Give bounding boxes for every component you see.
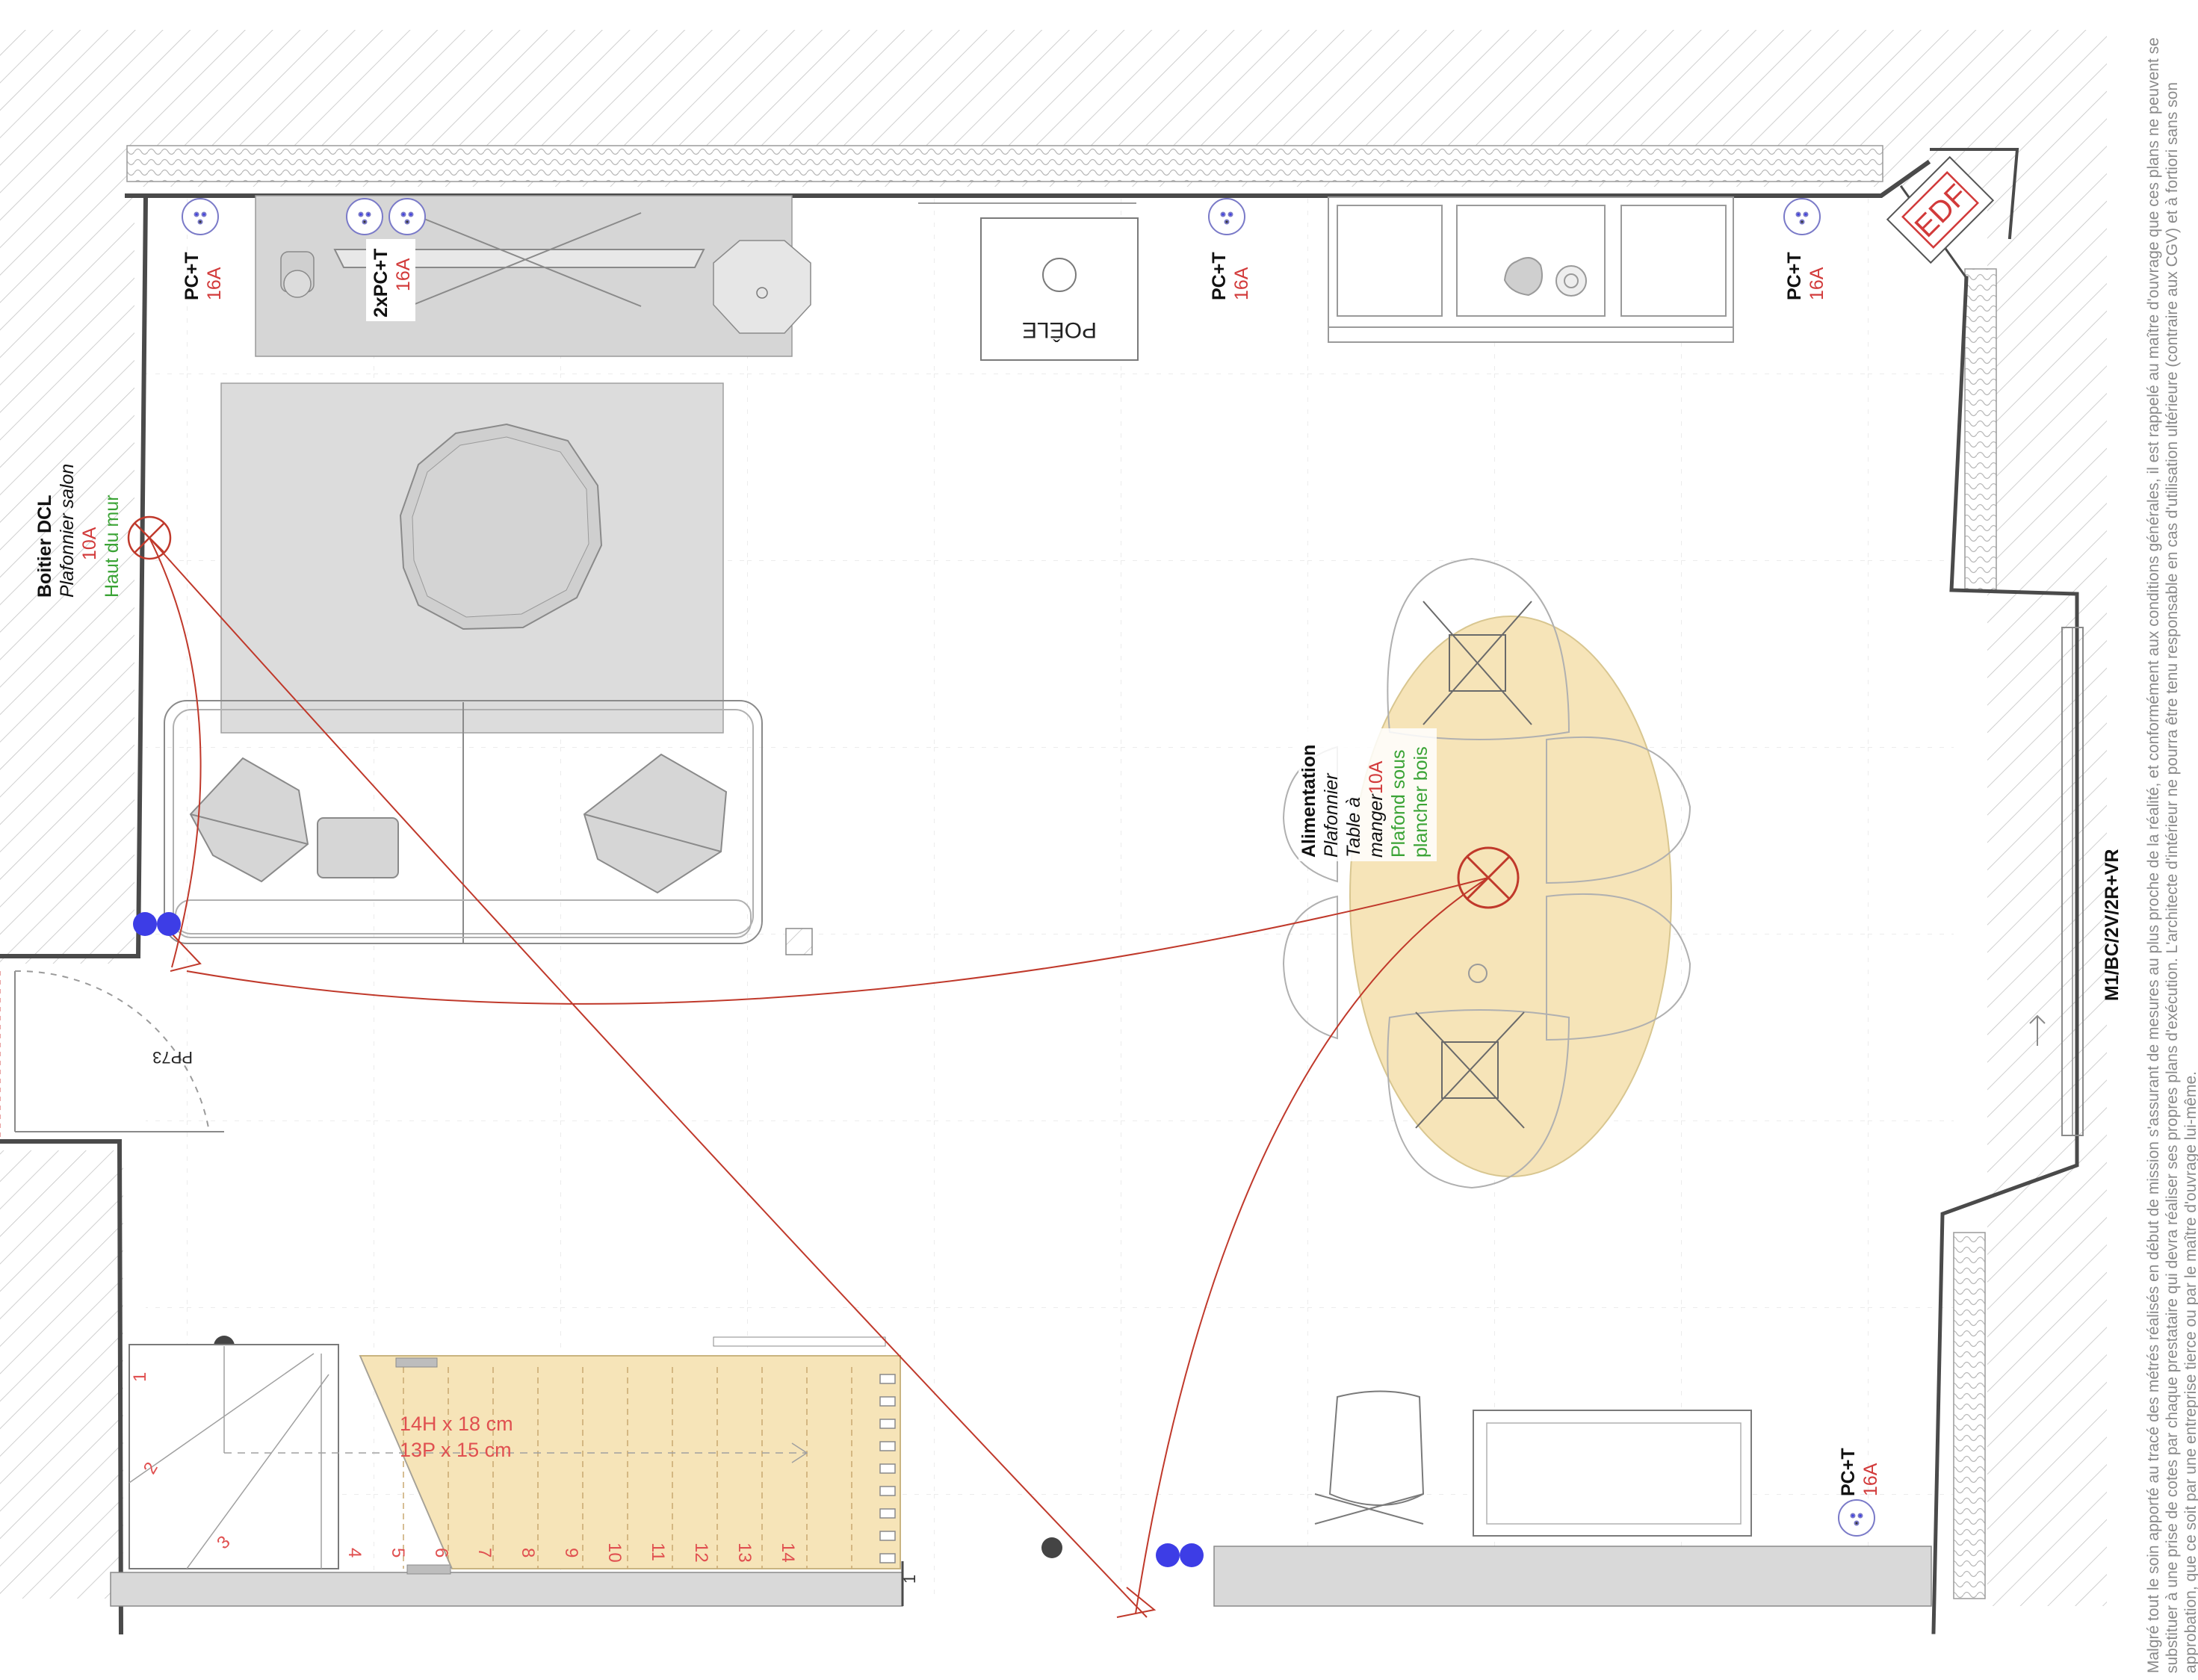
rug (220, 382, 724, 734)
alimentation-label: Alimentation Plafonnier Table à manger 1… (1298, 728, 1437, 861)
outlet-icon (346, 198, 383, 235)
outlet-type: PC+T (182, 252, 202, 300)
stair-step: 4 (344, 1548, 365, 1557)
stair-step: 10 (604, 1543, 625, 1563)
staircase: 14H x 18 cm 13P x 15 cm 1 2 3 4 5 6 7 8 … (129, 1336, 901, 1575)
dcl-note: Haut du mur (102, 495, 123, 598)
outlet-icon (1783, 198, 1821, 235)
stair-step: 12 (691, 1543, 711, 1563)
outlet-rating: 16A (1231, 267, 1252, 300)
door-label: PP73 (152, 1048, 193, 1067)
outlet-rating: 16A (1860, 1463, 1881, 1496)
stair-step: 5 (388, 1548, 408, 1557)
poele-label: POÊLE (1022, 317, 1097, 342)
stair-step: 6 (431, 1548, 451, 1557)
alim-note2: plancher bois (1411, 746, 1431, 858)
alim-line1: Plafonnier (1321, 772, 1342, 858)
outlet-rating: 16A (1807, 267, 1827, 300)
alim-note1: Plafond sous (1388, 749, 1409, 858)
stair-step: 13 (734, 1543, 755, 1563)
stove: POÊLE (980, 217, 1139, 361)
stair-step: 11 (648, 1543, 668, 1561)
misc-mark: 1 (900, 1575, 919, 1584)
dcl-title: Boitier DCL (34, 495, 55, 598)
window-frame (2029, 627, 2084, 1136)
alim-title: Alimentation (1298, 745, 1319, 858)
outlet-rating: 16A (393, 258, 414, 291)
outlet-icon (182, 198, 219, 235)
window-label: M1/BC/2V/2R+VR (2102, 849, 2123, 1001)
sofa (164, 700, 763, 944)
insulation (126, 145, 1997, 1599)
outlet-icon (1208, 198, 1245, 235)
outlet-type: PC+T (1209, 252, 1230, 300)
outlet-rating: 16A (204, 267, 225, 300)
outlet-type: PC+T (1838, 1448, 1859, 1496)
bottom-counters (110, 1336, 1932, 1607)
sideboard (255, 195, 811, 357)
outlet-icon (1838, 1499, 1875, 1537)
door-pp73: PP73 (0, 970, 224, 1139)
desk (1314, 1390, 1752, 1537)
outlet-type: PC+T (1784, 252, 1805, 300)
disclaimer: Malgré tout le soin apporté au tracé des… (2145, 37, 2198, 1673)
stair-step: 8 (518, 1548, 538, 1557)
stair-step: 9 (561, 1548, 581, 1557)
switches (133, 912, 1204, 1567)
electrical-wiring (149, 537, 1489, 1618)
stair-step: 14 (778, 1543, 798, 1563)
stair-spec-1: 14H x 18 cm (400, 1413, 513, 1435)
outlet-icon (388, 198, 426, 235)
shelving-unit (1328, 196, 1734, 343)
outlet-type: 2xPC+T (371, 249, 391, 317)
boitier-dcl-label: Boitier DCL Plafonnier salon 10A Haut du… (34, 464, 123, 598)
alim-line2: Table à (1343, 797, 1364, 858)
outlet-icons (182, 198, 1875, 1537)
alim-rating: 10A (1366, 760, 1387, 794)
stair-spec-2: 13P x 15 cm (400, 1439, 512, 1461)
post (785, 928, 813, 955)
outlet-labels: PC+T 16A 2xPC+T 16A PC+T 16A PC+T 16A PC… (182, 239, 1881, 1496)
alim-line3: manger (1366, 793, 1387, 858)
light-fixtures (127, 515, 1520, 909)
dcl-rating: 10A (79, 527, 100, 560)
stair-step: 1 (130, 1372, 150, 1382)
dcl-subtitle: Plafonnier salon (57, 464, 78, 598)
stair-step: 7 (474, 1548, 495, 1557)
